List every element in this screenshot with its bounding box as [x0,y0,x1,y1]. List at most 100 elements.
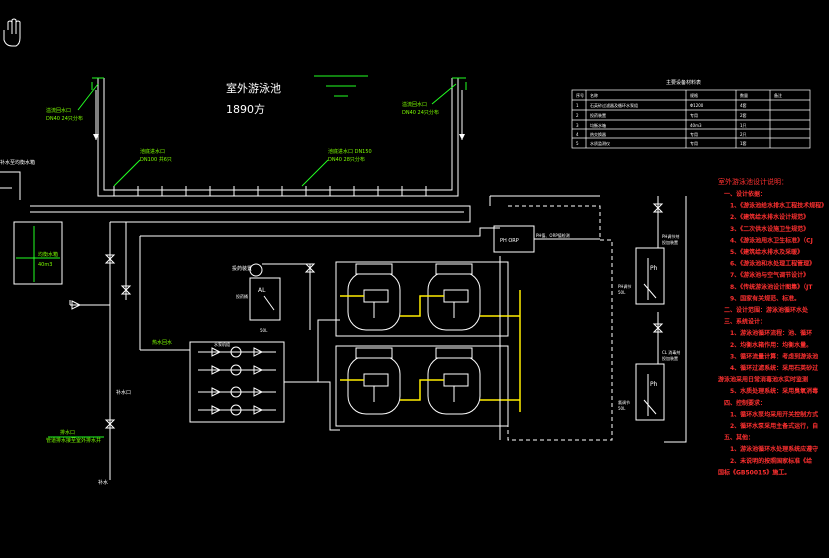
table-cell: 专用 [690,112,698,118]
label-main-right-b: DN40 28只分布 [328,156,365,163]
pump-group [189,341,285,423]
ph-dosing-tank [635,196,687,443]
table-cell: 40m3 [690,123,702,128]
table-cell: 均衡水箱 [590,122,606,128]
label-main-right-a: 池底进水口 DN150 [328,148,372,155]
note-line: 二、设计范围：游泳池循环水处 [724,306,809,314]
table-cell: 1套 [740,140,747,146]
label-balance-tank: 均衡水箱 [38,251,58,258]
table-cell: 1 [576,103,579,108]
label-ph-tank-1: Ph [650,265,658,272]
label-inlet-left-b: DN40 24只分布 [46,115,83,122]
label-main-left-b: DN100 共6只 [140,156,172,163]
table-cell: 2只 [740,132,747,137]
table-title: 主要设备材料表 [666,79,701,86]
table-cell: 4套 [740,102,747,108]
table-cell: 3 [576,123,579,128]
note-line: 8、《传统游泳池设计图集》（JT [730,283,813,291]
note-line: 2、均衡水箱作用：均衡水量。 [730,341,812,349]
label-left-top: 补水至均衡水箱 [0,159,35,166]
table-cell: 水质监测仪 [590,140,610,146]
table-header-cell: 数量 [740,92,748,98]
table-cell: 投药装置 [590,112,606,118]
note-line: 5、《建筑给水排水及采暖》 [730,248,803,256]
label-inlet-right-a: 溢流回水口 [402,101,427,108]
gate-valves [104,203,664,429]
table-header-cell: 规格 [690,92,698,98]
note-line: 6、《游泳池和水处理工程管理》 [730,260,815,268]
label-cl: CL 消毒剂 [662,349,680,355]
table-header-cell: 名称 [590,92,598,98]
note-line: 2、《建筑给水排水设计规范》 [730,213,809,221]
note-line: 游泳池采用日常消毒池水实时监测 [718,376,808,384]
table-header-cell: 备注 [774,92,782,98]
note-line: 3、循环流量计算：考虑到游泳池 [730,352,818,360]
note-line: 五、其他： [724,434,754,442]
equipment-table [571,89,811,149]
table-header-cell: 序号 [576,92,584,98]
note-line: 2、未说明的按照国家标准《给 [730,457,812,465]
note-line: 国标《GB50015》施工。 [718,468,790,476]
table-cell: 专用 [690,140,698,146]
note-line: 2、循环水泵采用主备式运行，自 [730,422,818,430]
note-line: 4、《游泳池用水卫生标准》（CJ [730,236,813,244]
note-line: 7、《游泳池与空气调节设计》 [730,271,809,279]
label-bottom-pipe: 补水 [98,479,108,486]
label-ph-tank-top2: 50L [618,290,626,295]
check-valve-icon [71,300,82,310]
label-drain-a: 排水口 [60,429,75,436]
label-cl2: 投加装置 [662,355,678,361]
note-line: 4、循环过滤系统：采用石英砂过 [730,364,818,372]
label-ph-orp: PH ORP [500,238,519,244]
label-ph-right-top2: 投加装置 [662,239,678,245]
filter-frame [335,261,509,427]
label-makeup: 补水口 [116,389,131,396]
label-dosing: 投药装置 [232,265,252,272]
label-drain-b: 管道排水接至室外排水井 [46,437,101,444]
note-line: 5、水质处理系统：采用臭氧消毒 [730,387,818,395]
table-cell: 5 [576,141,579,146]
label-dosing-tank: AL [258,287,266,294]
table-cell: 2套 [740,112,747,118]
label-balance-tank-sub: 40m3 [38,262,52,268]
note-line: 一、设计依据： [724,190,766,198]
label-ph-tank-2: Ph [650,381,658,388]
pump-icons [211,346,264,416]
water-level-symbol [314,75,368,97]
label-main-left-a: 池底进水口 [140,148,165,155]
table-cell: 石英砂过滤器及循环水泵组 [590,102,638,108]
filter-valves [363,289,469,402]
balance-tank [13,221,63,285]
label-ph-tank-top: PH调节 [618,283,631,289]
note-line: 1、循环水泵均采用开关控制方式 [730,410,818,418]
note-line: 1、游泳池循环水处理系统应遵守 [730,445,818,453]
label-ph-orp-note: PH值、ORP值检测 [536,232,570,238]
pool-name: 室外游泳池 [226,81,281,95]
label-dosing-sub: 投药桶 [236,293,248,299]
filter-tanks [347,263,481,415]
ph-orp-box [493,225,600,253]
notes-lines: 一、设计依据： 1、《游泳池给水排水工程技术规程》 2、《建筑给水排水设计规范》 3、… [718,190,827,476]
dosing-tank [249,263,311,330]
label-ph-tank-bottom2: 50L [618,406,626,411]
label-inlet-right-b: DN40 24只分布 [402,109,439,116]
table-cell: 4 [576,132,579,137]
note-line: 1、《游泳池给水排水工程技术规程》 [730,202,827,210]
table-cell: 1只 [740,123,747,128]
table-cell: 2 [576,113,579,118]
notes-title: 室外游泳池设计说明： [718,177,788,186]
label-ph-tank-bottom: 氯调节 [618,399,630,405]
label-heat: 热水回水 [152,339,172,346]
note-line: 四、控制要求： [724,399,766,407]
note-line: 3、《二次供水设施卫生规范》 [730,225,809,233]
table-cell: Φ1200 [690,103,704,108]
bottom-nozzles [113,186,427,196]
label-ph-right-top: PH调节剂 [662,233,679,239]
main-pipelines [30,195,600,480]
table-cell: 专用 [690,131,698,137]
label-pump: 水泵机组 [214,341,230,347]
hand-cursor-icon [3,18,21,47]
note-line: 三、系统设计： [724,318,766,326]
